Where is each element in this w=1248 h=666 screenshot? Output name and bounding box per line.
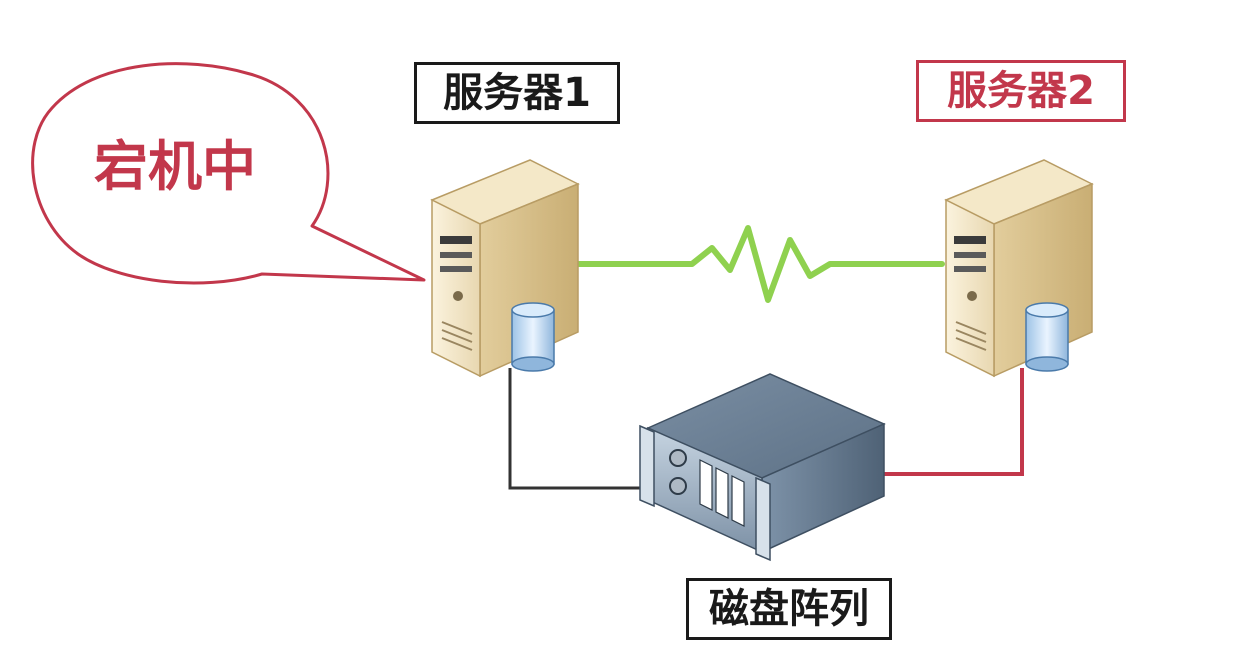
storage-link-server2 — [884, 368, 1024, 476]
heartbeat-link — [575, 225, 945, 303]
server1-icon — [430, 159, 580, 378]
disk-array-label: 磁盘阵列 — [686, 578, 892, 640]
failure-callout-bubble — [31, 62, 426, 285]
failure-callout-text: 宕机中 — [94, 135, 256, 198]
storage-link-server1 — [508, 368, 648, 490]
server2-label: 服务器2 — [916, 60, 1126, 122]
server2-icon — [944, 159, 1094, 378]
server1-label: 服务器1 — [414, 62, 620, 124]
server2-disk-icon — [1025, 302, 1069, 372]
server1-disk-icon — [511, 302, 555, 372]
disk-array-icon — [639, 373, 886, 562]
